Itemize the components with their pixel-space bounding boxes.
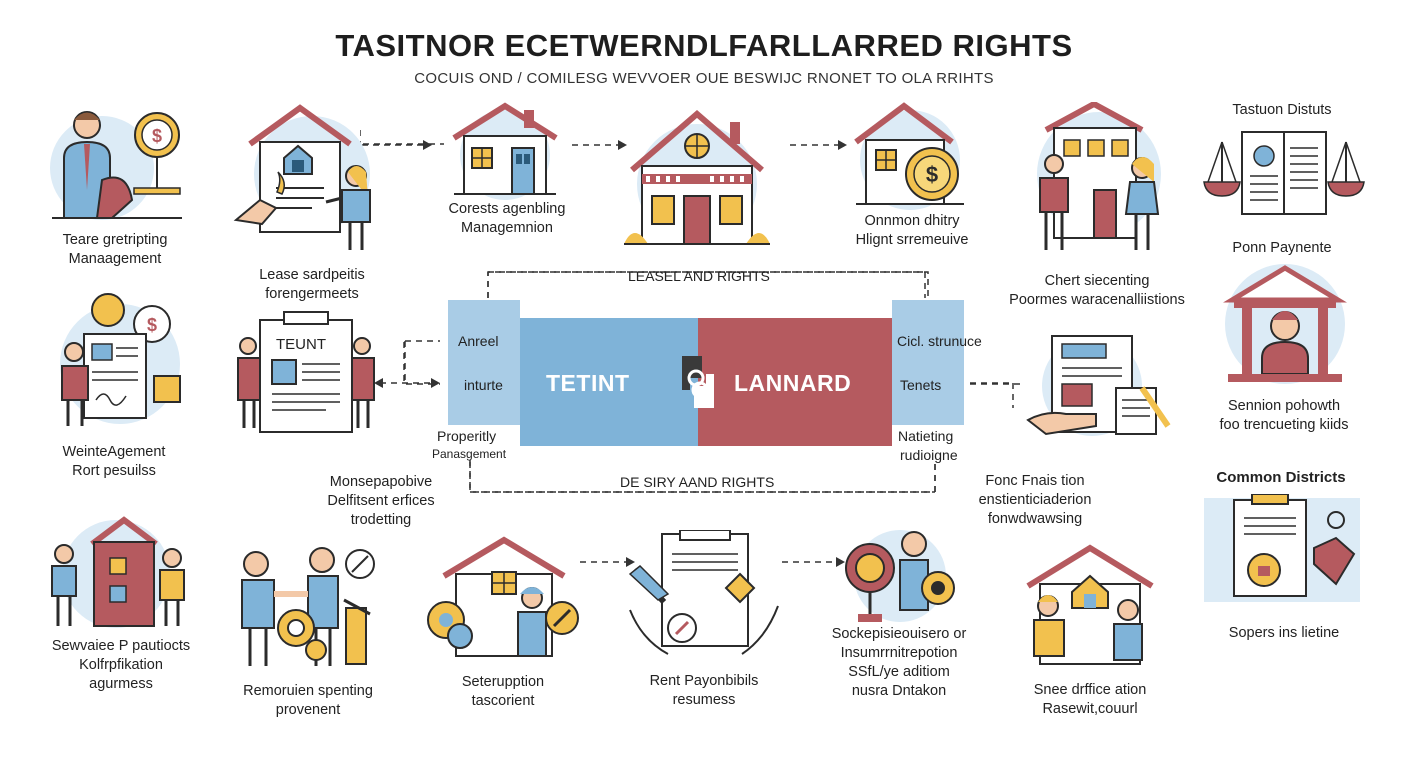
band-right-bottom-1: Natieting xyxy=(898,428,954,444)
house-people-icon xyxy=(51,516,185,628)
caption-12: Common Districts xyxy=(1216,469,1346,486)
band-right-bottom-2: rudioigne xyxy=(900,447,958,463)
house-icon xyxy=(624,110,770,245)
house-tools-icon xyxy=(427,536,579,657)
house-coin-icon: $ xyxy=(854,102,964,210)
agreement-document-icon: $ xyxy=(60,293,181,426)
band-right-top: Cicl. strunuce xyxy=(897,333,982,349)
document-hands-icon xyxy=(628,530,779,655)
svg-text:$: $ xyxy=(147,315,157,335)
band-left-mid: inturte xyxy=(464,377,503,393)
courthouse-icon xyxy=(1223,264,1347,384)
caption-7: Ponn Paynente xyxy=(1232,240,1332,256)
center-bottom-label: DE SIRY AAND RIGHTS xyxy=(620,474,775,490)
band-left-bottom-1: Properitly xyxy=(437,428,497,444)
house-pair-icon xyxy=(1026,544,1154,665)
tenant-label: TETINT xyxy=(546,370,630,396)
band-left-top: Anreel xyxy=(458,333,499,349)
caption-19: Sopers ins lietine xyxy=(1228,625,1340,641)
page-subtitle: COCUIS OND / COMILESG WEVVOER OUE BESWIJ… xyxy=(414,70,994,87)
document-label: TEUNT xyxy=(276,336,326,353)
band-left-bottom-2: Panasgement xyxy=(432,447,507,461)
landlord-money-icon: $ xyxy=(50,111,182,220)
house-icon xyxy=(452,102,558,200)
center-top-label: LEASEL AND RIGHTS xyxy=(628,268,770,284)
lease-handover-icon xyxy=(233,104,371,250)
writing-document-icon xyxy=(1026,335,1171,436)
center-band xyxy=(448,300,964,446)
caption-6: Tastuon Distuts xyxy=(1232,102,1332,118)
page-title: TASITNOR ECETWERNDLFARLLARRED RIGHTS xyxy=(335,28,1073,63)
svg-text:$: $ xyxy=(926,162,938,187)
band-right-mid: Tenets xyxy=(900,377,942,393)
gear-person-icon xyxy=(845,530,955,622)
tenant-document-icon xyxy=(237,311,375,433)
handshake-icon xyxy=(241,547,375,666)
landlord-label: LANNARD xyxy=(734,370,852,396)
shield-document-icon xyxy=(1204,494,1360,602)
scales-document-icon xyxy=(1203,131,1365,215)
svg-text:$: $ xyxy=(152,126,162,146)
house-couple-icon xyxy=(1037,102,1161,250)
